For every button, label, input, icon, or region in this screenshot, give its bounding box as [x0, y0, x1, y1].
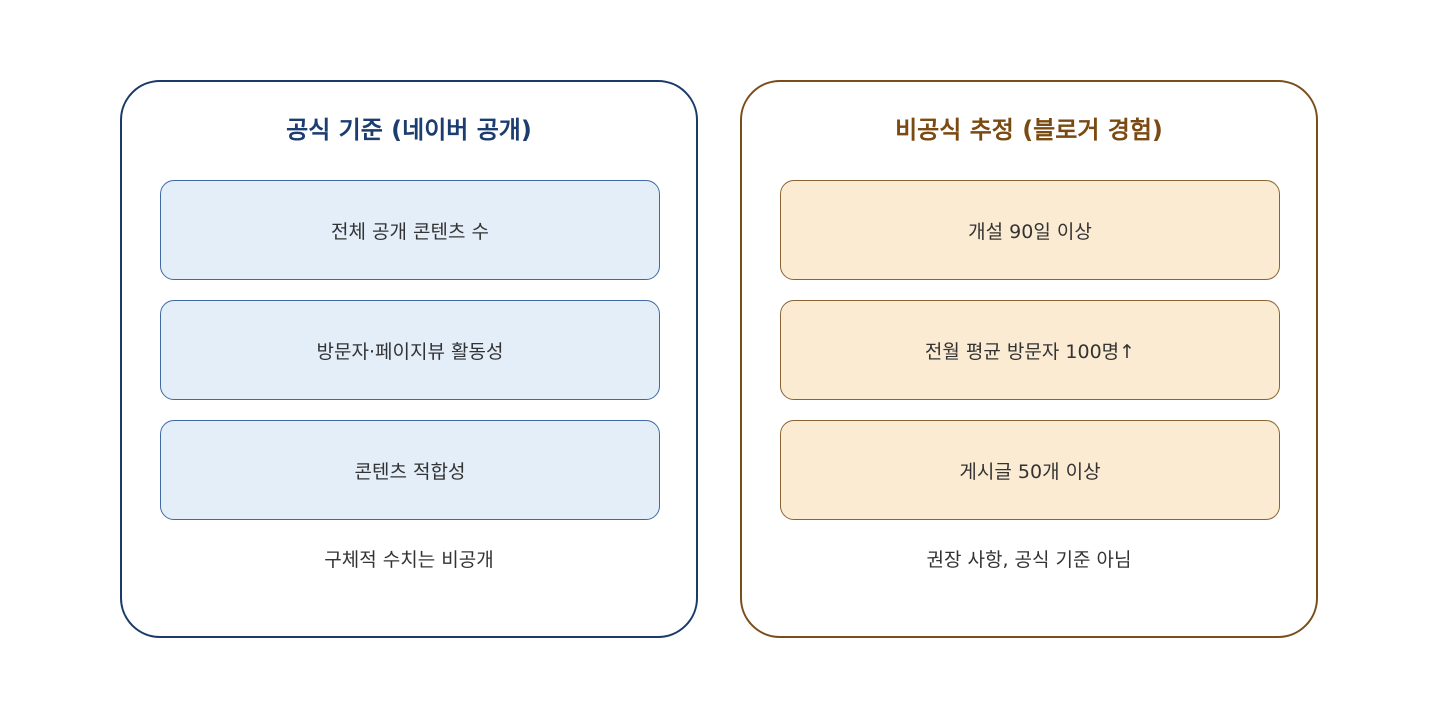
- unofficial-item-posts: 게시글 50개 이상: [780, 420, 1280, 520]
- official-criteria-note: 구체적 수치는 비공개: [324, 549, 494, 571]
- unofficial-item-visitors: 전월 평균 방문자 100명↑: [780, 300, 1280, 400]
- unofficial-estimate-panel: 비공식 추정 (블로거 경험) 개설 90일 이상 전월 평균 방문자 100명…: [740, 80, 1318, 638]
- official-criteria-title: 공식 기준 (네이버 공개): [286, 116, 532, 144]
- unofficial-estimate-title: 비공식 추정 (블로거 경험): [895, 116, 1163, 144]
- official-item-suitability: 콘텐츠 적합성: [160, 420, 660, 520]
- unofficial-estimate-note: 권장 사항, 공식 기준 아님: [926, 549, 1132, 571]
- unofficial-item-age: 개설 90일 이상: [780, 180, 1280, 280]
- official-criteria-panel: 공식 기준 (네이버 공개) 전체 공개 콘텐츠 수 방문자·페이지뷰 활동성 …: [120, 80, 698, 638]
- official-item-content-count: 전체 공개 콘텐츠 수: [160, 180, 660, 280]
- official-item-activity: 방문자·페이지뷰 활동성: [160, 300, 660, 400]
